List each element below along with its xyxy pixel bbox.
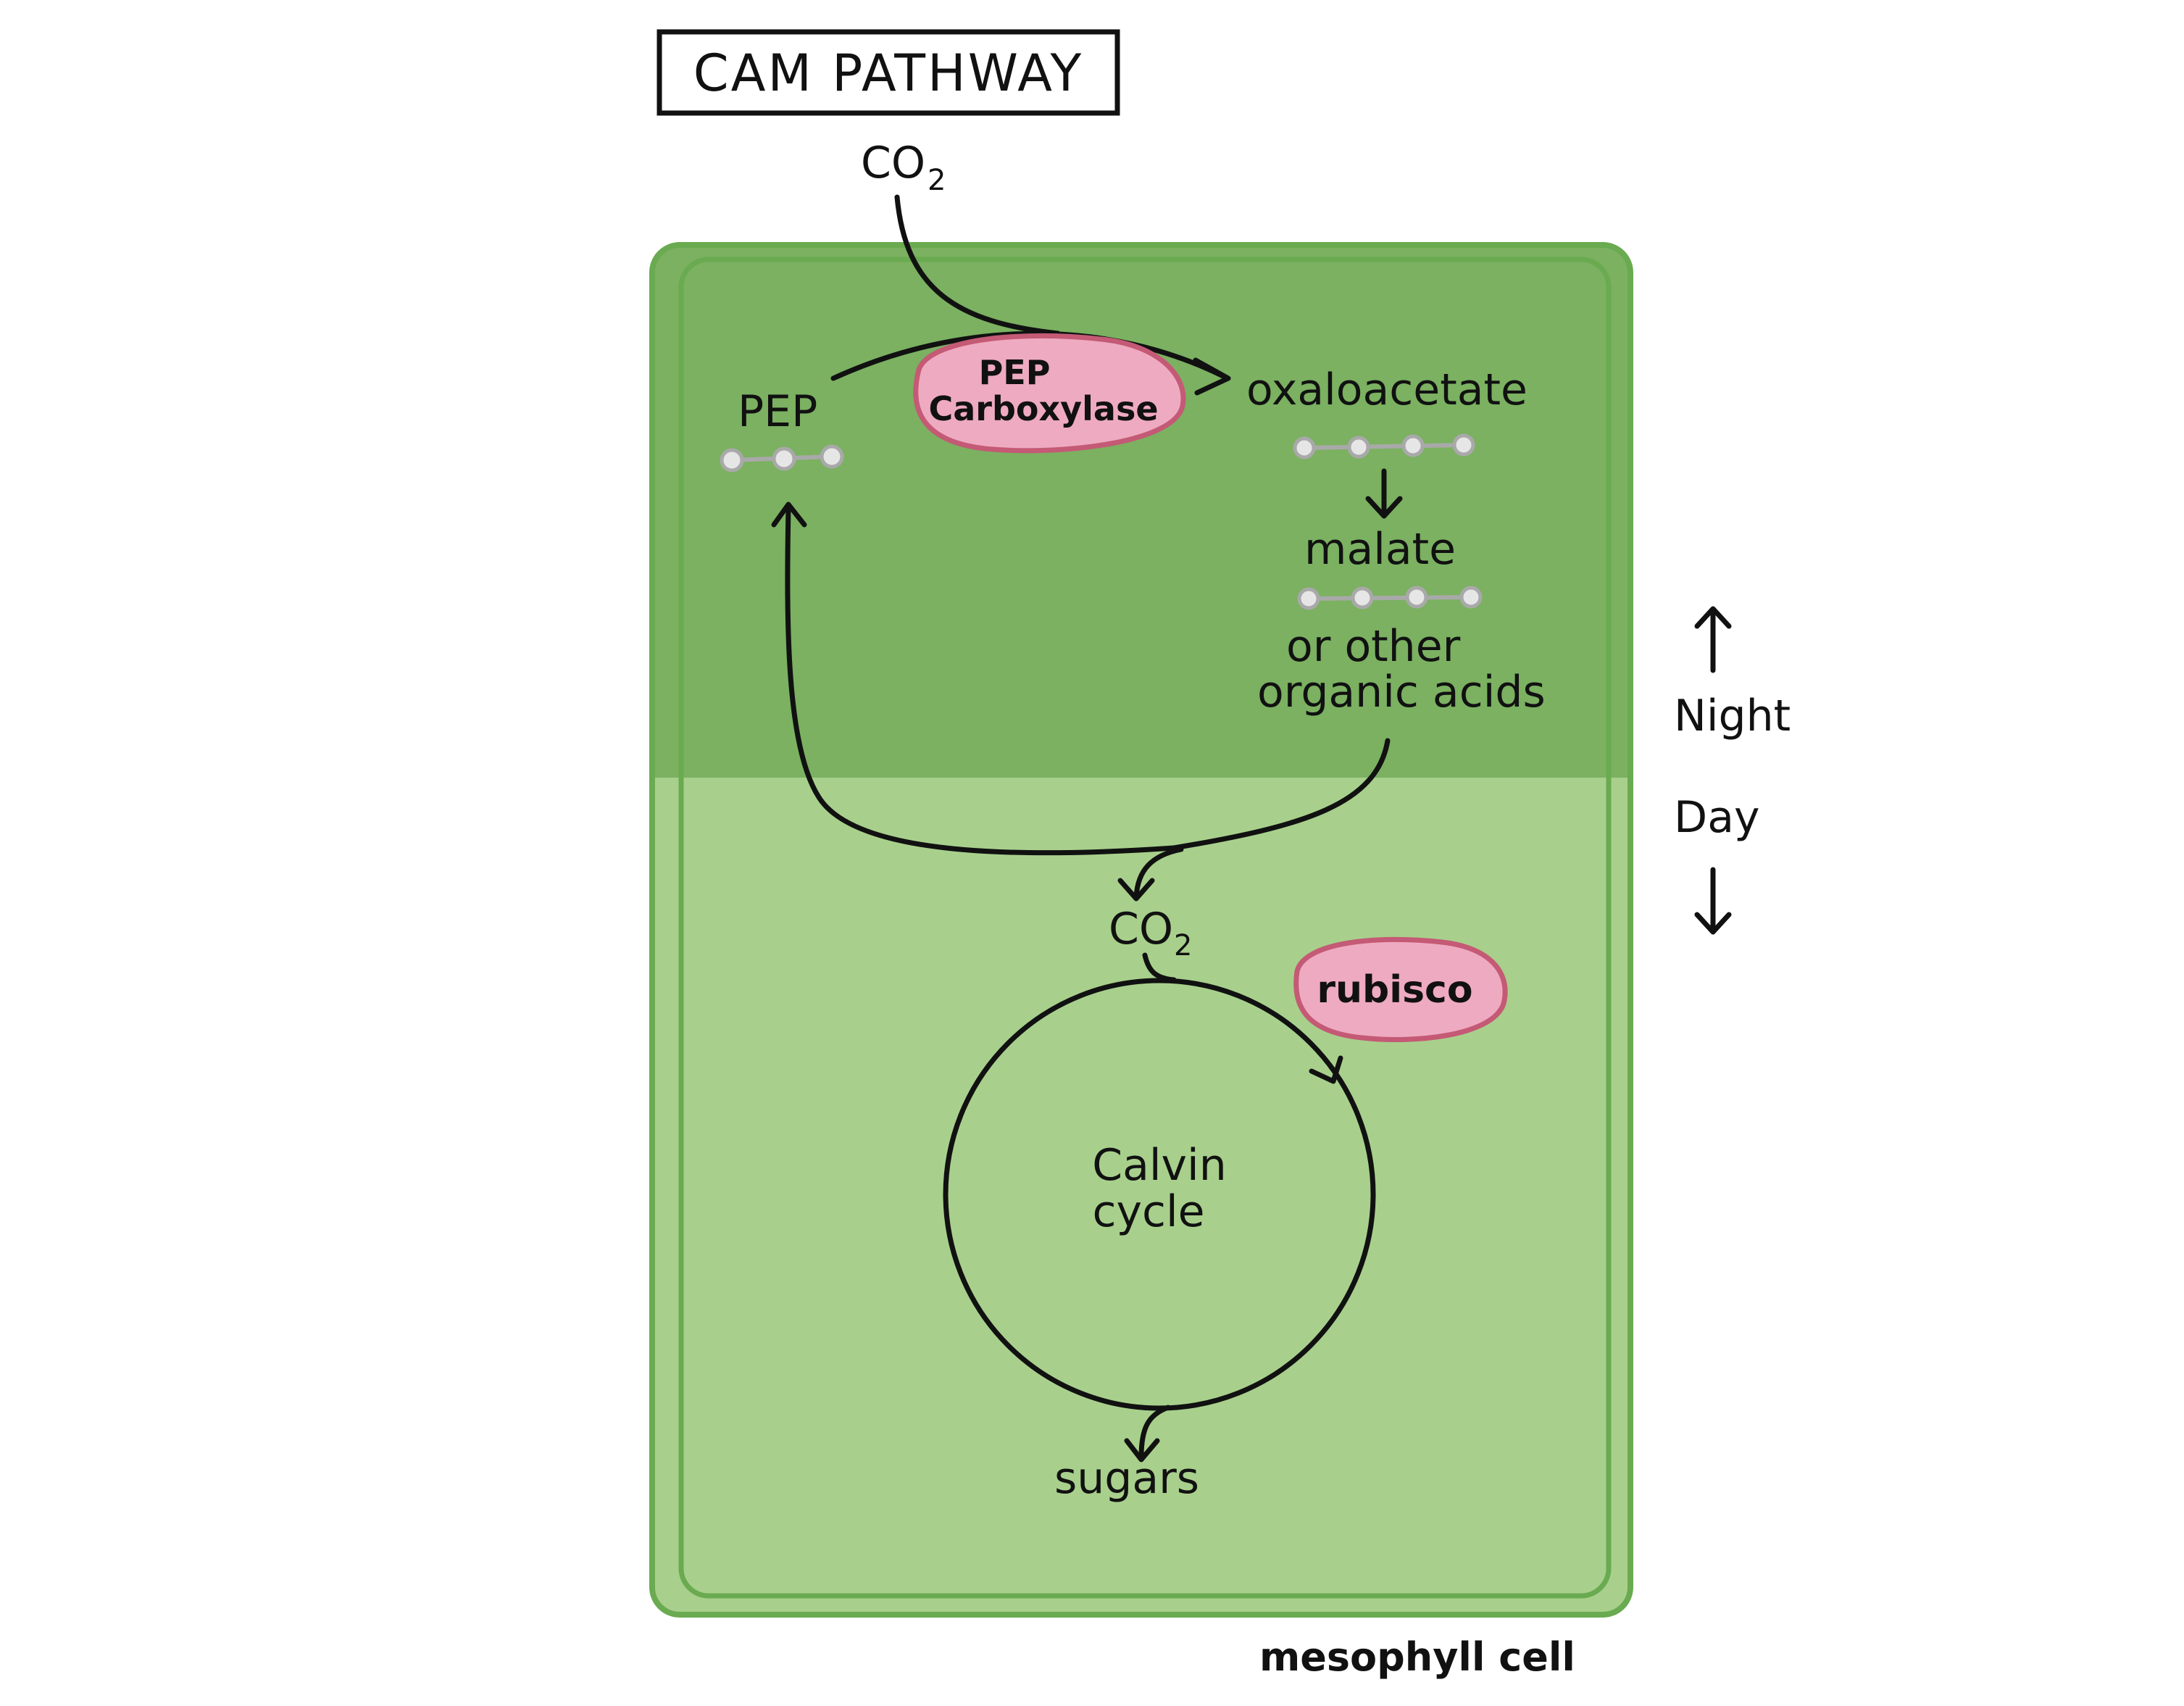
sugars-output-arrow — [1138, 1405, 1171, 1460]
cell-wall-inner — [678, 257, 1612, 1599]
co2-day-text: CO — [1109, 904, 1173, 954]
pep-regeneration-arrow — [785, 504, 1177, 856]
down-arrow-icon — [1694, 867, 1732, 935]
night-region — [652, 245, 1630, 778]
organic-acids-label: organic acids — [1257, 667, 1546, 717]
sugars-label: sugars — [1054, 1453, 1199, 1504]
pep-to-oxaloacetate-arrowhead — [1193, 357, 1231, 396]
acids-release-arrow — [1171, 738, 1391, 851]
rubisco-label: rubisco — [1317, 968, 1472, 1012]
or-other-label: or other — [1286, 621, 1461, 672]
night-label: Night — [1674, 691, 1791, 741]
co2-release-arrow — [1133, 846, 1184, 900]
co2-entry-arrow — [894, 194, 1061, 336]
night-day-indicator: Night Day — [1674, 606, 1791, 935]
malate-molecule — [1297, 586, 1483, 610]
calvin-line2: cycle — [1092, 1186, 1204, 1237]
co2-top-text: CO — [861, 138, 925, 188]
co2-day-label: CO 2 — [1109, 904, 1192, 962]
oxaloacetate-to-malate-arrow — [1365, 468, 1403, 519]
up-arrow-icon — [1694, 606, 1732, 673]
title-box: CAM PATHWAY — [657, 29, 1120, 116]
co2-top-label: CO 2 — [861, 138, 946, 197]
pep-carboxylase-enzyme: PEP Carboxylase — [913, 333, 1186, 454]
oxaloacetate-label: oxaloacetate — [1246, 365, 1527, 415]
malate-label: malate — [1304, 524, 1456, 575]
title-text: CAM PATHWAY — [693, 43, 1084, 103]
pep-carboxylase-line1: PEP — [979, 353, 1051, 392]
pep-regeneration-arrowhead — [771, 502, 807, 528]
calvin-cycle-circle — [943, 978, 1376, 1411]
pep-molecule — [720, 444, 844, 473]
calvin-line1: Calvin — [1092, 1140, 1227, 1191]
mesophyll-cell — [649, 242, 1633, 1618]
rubisco-enzyme: rubisco — [1293, 936, 1508, 1042]
sugars-output-arrowhead — [1124, 1438, 1160, 1462]
calvin-cycle-arrowhead — [1309, 1055, 1343, 1084]
co2-day-subscript: 2 — [1174, 929, 1192, 962]
calvin-cycle: Calvin cycle — [943, 952, 1376, 1462]
day-label: Day — [1674, 792, 1759, 843]
cell-wall-outer — [649, 242, 1633, 1618]
day-region — [652, 778, 1630, 1615]
oxaloacetate-molecule — [1293, 433, 1475, 459]
mesophyll-cell-label: mesophyll cell — [1259, 1634, 1575, 1680]
co2-release-arrowhead — [1117, 878, 1155, 902]
pep-label: PEP — [738, 386, 817, 437]
co2-top-subscript: 2 — [928, 164, 946, 197]
pep-carboxylase-line2: Carboxylase — [928, 389, 1158, 428]
